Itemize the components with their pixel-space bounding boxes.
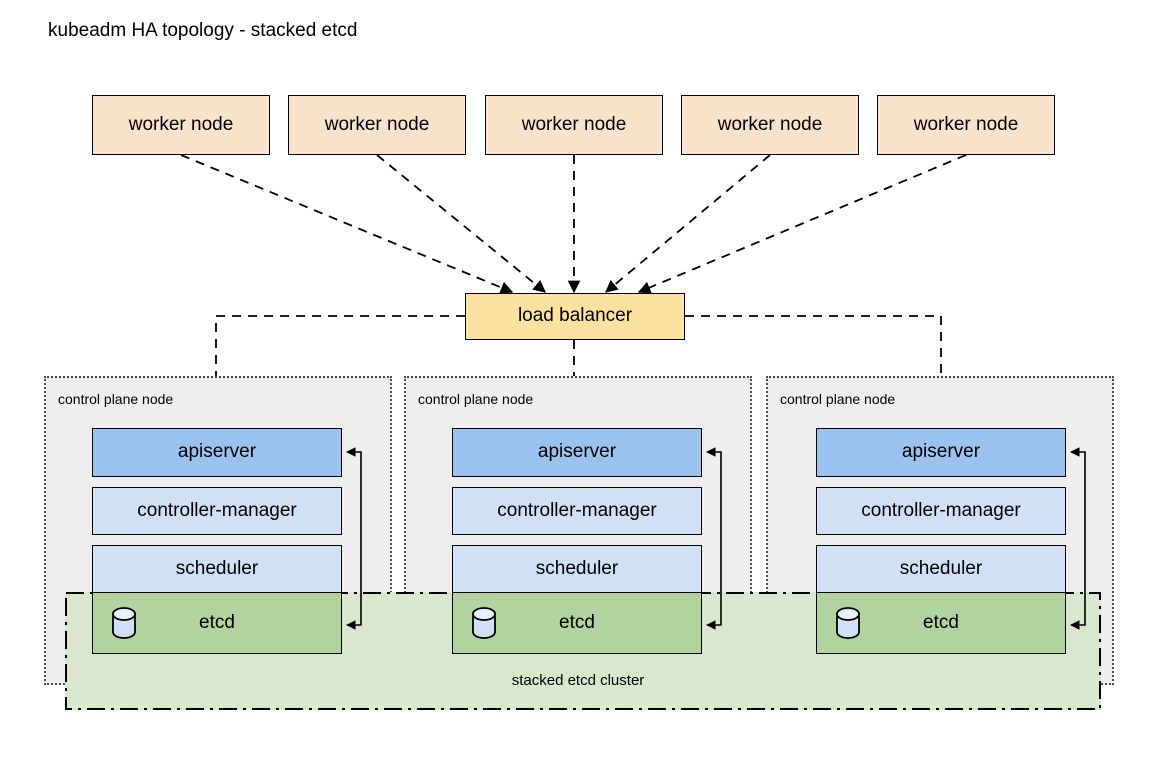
worker-node-label: worker node <box>717 113 823 135</box>
worker-node-label: worker node <box>128 113 234 135</box>
etcd-3[interactable]: etcd <box>816 592 1066 654</box>
scheduler-2[interactable]: scheduler <box>452 545 702 593</box>
worker-2-to-lb <box>376 154 546 293</box>
stacked-etcd-cluster-label: stacked etcd cluster <box>511 672 645 689</box>
scheduler-3[interactable]: scheduler <box>816 545 1066 593</box>
page-title: kubeadm HA topology - stacked etcd <box>48 20 358 41</box>
apiserver-label: apiserver <box>537 441 617 463</box>
controller-manager-label: controller-manager <box>497 499 657 521</box>
load-balancer[interactable]: load balancer <box>465 293 685 340</box>
control-plane-node-label: control plane node <box>58 391 174 407</box>
worker-to-lb-connectors <box>180 154 967 294</box>
controller-manager-label: controller-manager <box>137 499 297 521</box>
worker-node-3[interactable]: worker node <box>485 95 663 155</box>
controller-manager-2[interactable]: controller-manager <box>452 487 702 535</box>
scheduler-label: scheduler <box>535 557 619 579</box>
worker-node-2[interactable]: worker node <box>288 95 466 155</box>
worker-1-to-lb <box>180 154 514 294</box>
control-plane-node-label: control plane node <box>418 391 534 407</box>
etcd-1[interactable]: etcd <box>92 592 342 654</box>
controller-manager-3[interactable]: controller-manager <box>816 487 1066 535</box>
worker-5-to-lb <box>637 154 967 294</box>
etcd-2[interactable]: etcd <box>452 592 702 654</box>
worker-4-to-lb <box>605 154 771 293</box>
worker-node-label: worker node <box>324 113 430 135</box>
load-balancer-label: load balancer <box>517 305 633 327</box>
apiserver-1[interactable]: apiserver <box>92 428 342 477</box>
scheduler-label: scheduler <box>175 557 259 579</box>
etcd-label: etcd <box>559 611 595 633</box>
apiserver-label: apiserver <box>177 441 257 463</box>
apiserver-2[interactable]: apiserver <box>452 428 702 477</box>
controller-manager-1[interactable]: controller-manager <box>92 487 342 535</box>
apiserver-label: apiserver <box>901 441 981 463</box>
database-cylinder-icon <box>471 607 497 639</box>
apiserver-3[interactable]: apiserver <box>816 428 1066 477</box>
worker-node-label: worker node <box>521 113 627 135</box>
scheduler-label: scheduler <box>899 557 983 579</box>
database-cylinder-icon <box>111 607 137 639</box>
database-cylinder-icon <box>835 607 861 639</box>
worker-node-4[interactable]: worker node <box>681 95 859 155</box>
controller-manager-label: controller-manager <box>861 499 1021 521</box>
worker-node-1[interactable]: worker node <box>92 95 270 155</box>
scheduler-1[interactable]: scheduler <box>92 545 342 593</box>
etcd-label: etcd <box>923 611 959 633</box>
worker-node-label: worker node <box>913 113 1019 135</box>
control-plane-node-label: control plane node <box>780 391 896 407</box>
etcd-label: etcd <box>199 611 235 633</box>
worker-node-5[interactable]: worker node <box>877 95 1055 155</box>
